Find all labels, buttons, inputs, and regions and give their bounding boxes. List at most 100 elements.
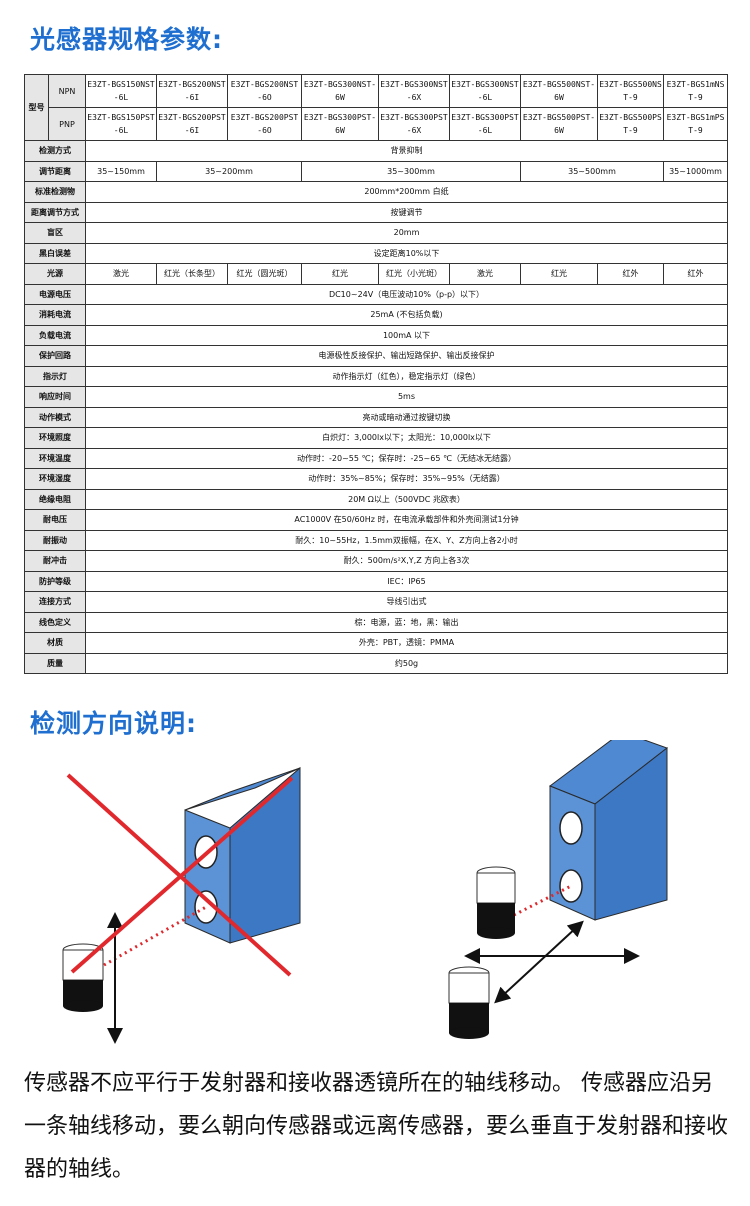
spec-label: 距离调节方式 [24, 201, 86, 223]
spec-label: 响应时间 [24, 386, 86, 408]
spec-value: 红光（小光斑） [378, 263, 450, 285]
spec-value: 动作指示灯（红色），稳定指示灯（绿色） [85, 365, 728, 387]
spec-value: 激光 [449, 263, 521, 285]
spec-label: 环境照度 [24, 427, 86, 449]
spec-label: 盲区 [24, 222, 86, 244]
spec-label: 材质 [24, 632, 86, 654]
spec-row: 环境温度动作时：-20~55 ℃；保存时：-25~65 ℃（无结冰无结露） [24, 447, 728, 469]
emitter-lens-icon [559, 811, 583, 845]
spec-label: 保护回路 [24, 345, 86, 367]
spec-row: 质量约50g [24, 652, 728, 674]
spec-value: 红光（圆光斑） [227, 263, 302, 285]
spec-value: 35~300mm [301, 160, 521, 182]
npn-model: E3ZT-BGS200NST-6O [227, 74, 302, 108]
spec-value: IEC：IP65 [85, 570, 728, 592]
spec-row: 光源 激光 红光（长条型） 红光（圆光斑） 红光 红光（小光斑） 激光 红光 红… [24, 263, 728, 285]
spec-label: 质量 [24, 652, 86, 674]
spec-section-title: 光感器规格参数: [30, 25, 223, 54]
spec-label: 绝缘电阻 [24, 488, 86, 510]
spec-row: 黑白误差设定距离10%以下 [24, 242, 728, 264]
spec-value: 耐久：10~55Hz，1.5mm双振幅，在X、Y、Z方向上各2小时 [85, 529, 728, 551]
spec-label: 光源 [24, 263, 86, 285]
spec-row: 材质外壳：PBT，透镜：PMMA [24, 632, 728, 654]
spec-value: 红光 [520, 263, 598, 285]
pnp-model: E3ZT-BGS300PST-6L [449, 107, 521, 141]
cross-mark-icon [66, 773, 294, 977]
model-row-pnp: PNP E3ZT-BGS150PST-6L E3ZT-BGS200PST-6I … [25, 107, 728, 141]
npn-model: E3ZT-BGS300NST-6W [301, 74, 379, 108]
npn-model: E3ZT-BGS150NST-6L [85, 74, 157, 108]
spec-row: 耐冲击耐久：500m/s²X,Y,Z 方向上各3次 [24, 550, 728, 572]
pnp-model: E3ZT-BGS1mPST-9 [663, 107, 728, 141]
pnp-model: E3ZT-BGS200PST-6I [156, 107, 228, 141]
spec-row: 线色定义棕：电源，蓝：地，黑：输出 [24, 611, 728, 633]
spec-value: 5ms [85, 386, 728, 408]
spec-label: 耐电压 [24, 509, 86, 531]
spec-value: 35~150mm [85, 160, 157, 182]
sensor-box-icon [548, 740, 669, 921]
spec-row: 保护回路电源极性反接保护、输出短路保护、输出反接保护 [24, 345, 728, 367]
npn-model: E3ZT-BGS500NST-6W [520, 74, 598, 108]
spec-label: 调节距离 [24, 160, 86, 182]
spec-row: 动作模式亮动或暗动通过按键切换 [24, 406, 728, 428]
beam-line [513, 884, 572, 917]
spec-row: 调节距离 35~150mm 35~200mm 35~300mm 35~500mm… [24, 160, 728, 182]
direction-section-title: 检测方向说明: [30, 709, 197, 738]
target-object-icon [476, 866, 516, 939]
spec-label: 黑白误差 [24, 242, 86, 264]
spec-label: 负载电流 [24, 324, 86, 346]
spec-value: 红外 [663, 263, 728, 285]
spec-label: 耐振动 [24, 529, 86, 551]
pnp-model: E3ZT-BGS500PST-6W [520, 107, 598, 141]
spec-label: 连接方式 [24, 591, 86, 613]
direction-description: 传感器不应平行于发射器和接收器透镜所在的轴线移动。 传感器应沿另一条轴线移动，要… [24, 1071, 729, 1182]
detection-direction-diagram [62, 740, 669, 1044]
target-object-icon [62, 943, 104, 1012]
spec-label: 动作模式 [24, 406, 86, 428]
spec-label: 指示灯 [24, 365, 86, 387]
pnp-model: E3ZT-BGS300PST-6W [301, 107, 379, 141]
model-row-npn: 型号 NPN E3ZT-BGS150NST-6L E3ZT-BGS200NST-… [24, 74, 728, 141]
correct-direction-illustration [448, 740, 669, 1039]
spec-value: 背景抑制 [85, 140, 728, 162]
spec-value: 红外 [597, 263, 664, 285]
spec-value: 耐久：500m/s²X,Y,Z 方向上各3次 [85, 550, 728, 572]
toward-away-move-arrow [494, 920, 584, 1004]
pnp-model: E3ZT-BGS150PST-6L [85, 107, 157, 141]
spec-label: 线色定义 [24, 611, 86, 633]
spec-value: 激光 [85, 263, 157, 285]
pnp-model: E3ZT-BGS200PST-6O [227, 107, 302, 141]
spec-row: 检测方式背景抑制 [24, 140, 728, 162]
spec-value: 棕：电源，蓝：地，黑：输出 [85, 611, 728, 633]
spec-value: 20M Ω以上（500VDC 兆欧表） [85, 488, 728, 510]
spec-row: 连接方式导线引出式 [24, 591, 728, 613]
spec-value: 导线引出式 [85, 591, 728, 613]
spec-value: 外壳：PBT，透镜：PMMA [85, 632, 728, 654]
spec-value: AC1000V 在50/60Hz 时，在电流承载部件和外壳间测试1分钟 [85, 509, 728, 531]
spec-label: 电源电压 [24, 283, 86, 305]
wrong-direction-illustration [62, 766, 301, 1044]
spec-value: 电源极性反接保护、输出短路保护、输出反接保护 [85, 345, 728, 367]
spec-value: 亮动或暗动通过按键切换 [85, 406, 728, 428]
spec-value: 35~1000mm [663, 160, 728, 182]
receiver-lens-icon [559, 869, 583, 903]
spec-value: 20mm [85, 222, 728, 244]
spec-row: 耐振动耐久：10~55Hz，1.5mm双振幅，在X、Y、Z方向上各2小时 [24, 529, 728, 551]
pnp-label: PNP [48, 107, 86, 141]
spec-label: 环境温度 [24, 447, 86, 469]
spec-value: 红光（长条型） [156, 263, 228, 285]
spec-value: 约50g [85, 652, 728, 674]
spec-value: 白炽灯：3,000lx以下；太阳光：10,000lx以下 [85, 427, 728, 449]
target-object-icon [448, 966, 490, 1039]
spec-label: 检测方式 [24, 140, 86, 162]
pnp-model: E3ZT-BGS500PST-9 [597, 107, 664, 141]
spec-label: 耐冲击 [24, 550, 86, 572]
model-label: 型号 [24, 74, 49, 141]
spec-label: 防护等级 [24, 570, 86, 592]
